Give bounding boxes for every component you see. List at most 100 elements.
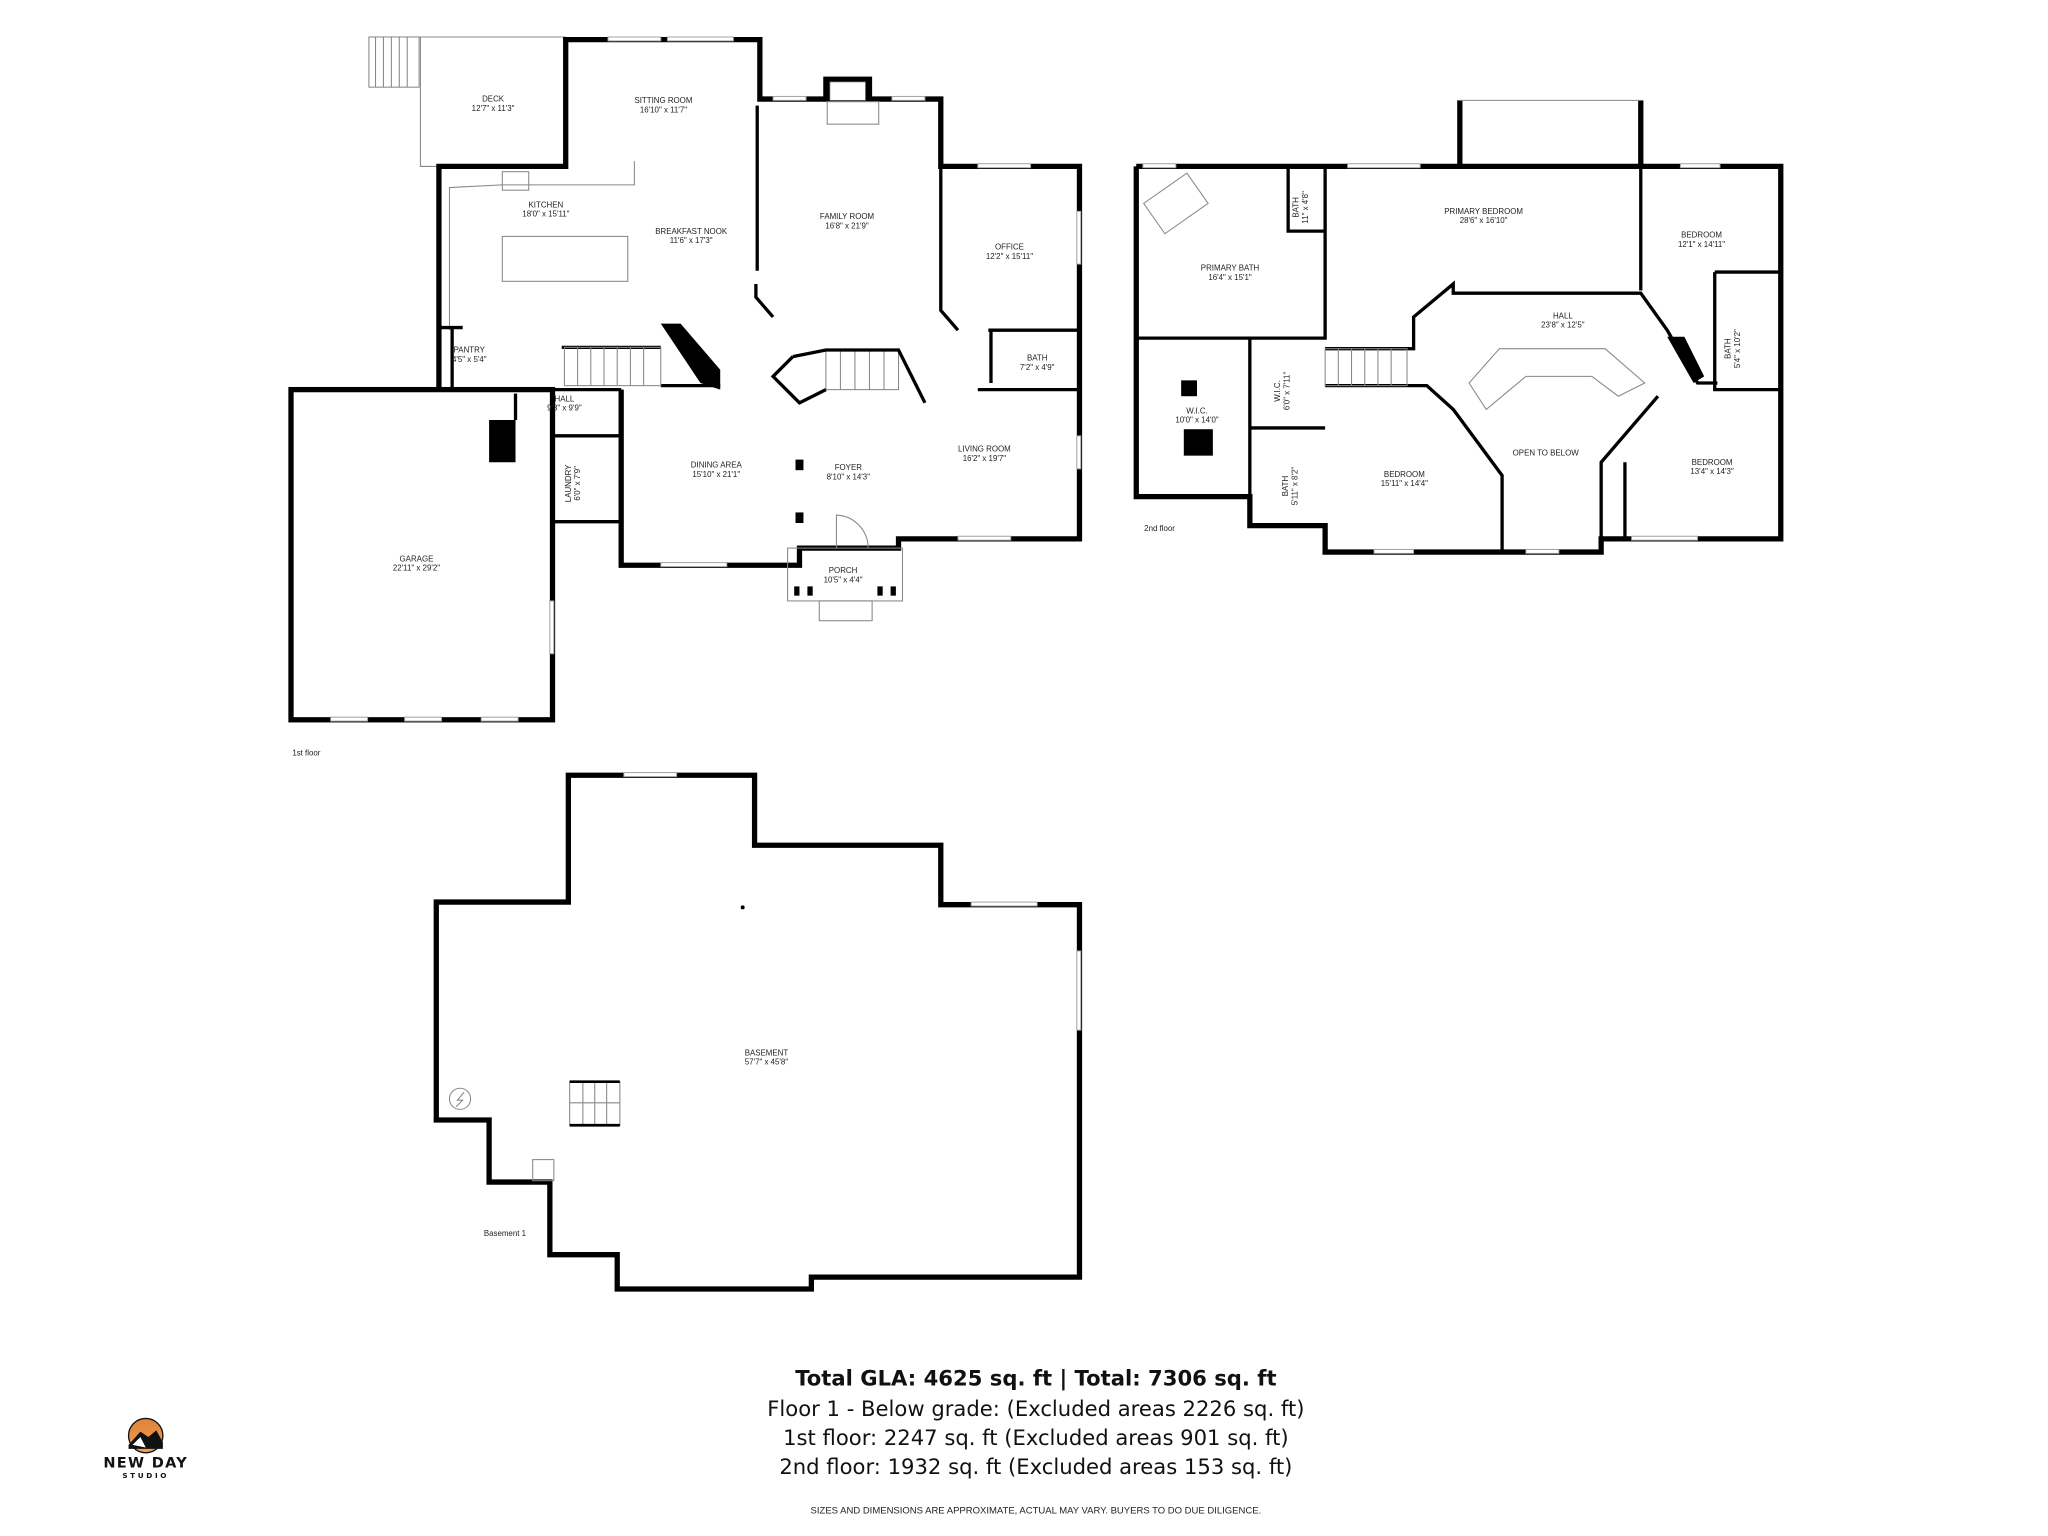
room-dims: 10'5" x 4'4" (824, 575, 863, 584)
kitchen-island (501, 235, 629, 282)
room-name: BATH (1027, 354, 1048, 363)
room-name: W.I.C. (1186, 406, 1208, 415)
room-name: BEDROOM (1681, 231, 1722, 240)
second-floor-plan (1133, 99, 1784, 555)
room-name: KITCHEN (529, 200, 564, 209)
room-name: PORCH (829, 566, 858, 575)
room-name: BEDROOM (1692, 458, 1733, 467)
room-dims: 15'10" x 21'1" (692, 470, 740, 479)
svg-text:BATH5'4" x 10'2": BATH5'4" x 10'2" (1724, 329, 1742, 368)
room-name: PRIMARY BATH (1201, 264, 1260, 273)
room-name: LIVING ROOM (958, 445, 1011, 454)
room-dims: 15'11" x 14'4" (1381, 479, 1428, 488)
room-dims: 13'4" x 14'3" (1690, 467, 1734, 476)
logo-sub: STUDIO (122, 1471, 169, 1480)
room-dims: 6'0" x 7'9" (573, 466, 582, 501)
disclaimer: SIZES AND DIMENSIONS ARE APPROXIMATE, AC… (811, 1506, 1262, 1517)
summary-below-grade: Floor 1 - Below grade: (Excluded areas 2… (767, 1396, 1304, 1421)
basement-stairs (569, 1081, 621, 1126)
room-dims: 16'4" x 15'1" (1208, 273, 1252, 282)
room-name: OPEN TO BELOW (1513, 449, 1580, 458)
room-name: FOYER (835, 463, 863, 472)
room-dims: 57'7" x 45'8" (745, 1058, 789, 1067)
room-name: HALL (1553, 311, 1573, 320)
room-dims: 11'6" x 17'3" (670, 236, 713, 245)
room-name: OFFICE (995, 243, 1024, 252)
room-dims: 10'0" x 14'0" (1175, 416, 1219, 425)
room-name: FAMILY ROOM (820, 212, 874, 221)
room-dims: 9'3" x 9'9" (547, 404, 582, 413)
room-dims: 16'10" x 11'7" (640, 105, 687, 114)
floor-label-basement: Basement 1 (484, 1229, 527, 1238)
room-dims: 28'6" x 16'10" (1460, 216, 1508, 225)
room-dims: 12'1" x 14'11" (1678, 240, 1725, 249)
first-floor-plan (288, 36, 1083, 723)
room-dims: 11" x 4'8" (1301, 191, 1310, 224)
first-floor-stairs (563, 346, 900, 391)
room-dims: 12'7" x 11'3" (472, 104, 515, 113)
room-name: W.I.C. (1273, 380, 1282, 402)
floor-label-1st: 1st floor (292, 748, 320, 757)
room-dims: 8'10" x 14'3" (827, 472, 871, 481)
room-name: BATH (1292, 197, 1301, 218)
room-name: PANTRY (454, 346, 486, 355)
room-name: DINING AREA (691, 461, 743, 470)
svg-text:BATH5'11" x 8'2": BATH5'11" x 8'2" (1281, 467, 1299, 506)
room-name: LAUNDRY (564, 464, 573, 502)
new-day-studio-logo: NEW DAY STUDIO (103, 1417, 187, 1480)
summary-1st-floor: 1st floor: 2247 sq. ft (Excluded areas 9… (783, 1425, 1289, 1450)
room-name: GARAGE (400, 554, 434, 563)
room-name: BEDROOM (1384, 470, 1425, 479)
room-name: BATH (1724, 338, 1733, 359)
room-dims: 4'5" x 5'4" (452, 355, 487, 364)
room-name: BATH (1281, 475, 1290, 496)
room-dims: 18'0" x 15'11" (522, 210, 569, 219)
second-floor-stairs (1324, 348, 1646, 411)
room-dims: 16'8" x 21'9" (825, 221, 869, 230)
basement-outer-wall (433, 772, 1083, 1292)
room-dims: 6'0" x 7'11" (1282, 372, 1291, 411)
electrical-panel-icon (448, 1087, 472, 1110)
total-area: Total GLA: 4625 sq. ft | Total: 7306 sq.… (795, 1365, 1276, 1391)
room-name: BREAKFAST NOOK (655, 227, 728, 236)
room-dims: 22'11" x 29'2" (393, 564, 440, 573)
room-name: PRIMARY BEDROOM (1444, 207, 1523, 216)
deck-outline (368, 36, 439, 167)
second-floor-outer-wall (1133, 100, 1784, 555)
bathtub (1142, 172, 1209, 235)
room-name: DECK (482, 95, 505, 104)
floor-label-2nd: 2nd floor (1144, 524, 1175, 533)
svg-text:W.I.C.10'0" x 14'0": W.I.C.10'0" x 14'0" (1175, 406, 1219, 424)
svg-text:LAUNDRY6'0" x 7'9": LAUNDRY6'0" x 7'9" (564, 464, 582, 502)
basement-plan (433, 772, 1083, 1292)
room-name: SITTING ROOM (634, 96, 692, 105)
room-dims: 5'4" x 10'2" (1733, 329, 1742, 368)
area-summary: Total GLA: 4625 sq. ft | Total: 7306 sq.… (767, 1365, 1304, 1516)
room-name: HALL (554, 394, 574, 403)
room-dims: 16'2" x 19'7" (963, 454, 1007, 463)
room-name: BASEMENT (745, 1048, 789, 1057)
room-dims: 7'2" x 4'9" (1020, 363, 1055, 372)
